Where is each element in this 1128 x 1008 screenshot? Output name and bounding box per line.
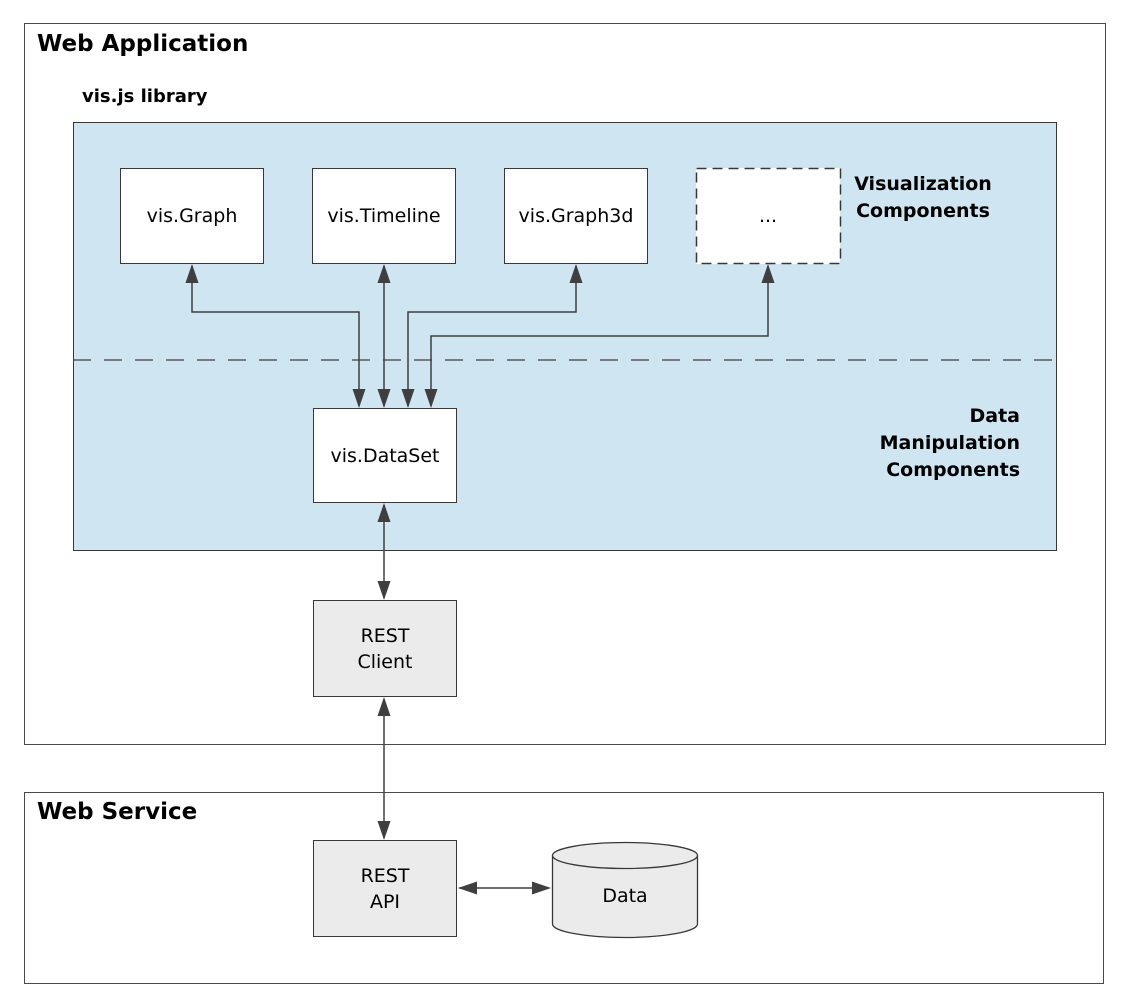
data-manipulation-components-label: Data Manipulation Components <box>820 403 1020 484</box>
rest-client-line2: Client <box>357 650 413 673</box>
cylinder-top <box>551 841 699 870</box>
vis-graph3d-box: vis.Graph3d <box>504 168 648 264</box>
data-manipulation-line2: Manipulation <box>879 432 1020 454</box>
vis-graph-label: vis.Graph <box>146 205 238 227</box>
rest-api-line1: REST <box>360 864 410 887</box>
visualization-components-line2: Components <box>856 200 990 222</box>
visjs-library-label: vis.js library <box>82 86 208 107</box>
rest-client-box: REST Client <box>313 600 457 697</box>
vis-timeline-label: vis.Timeline <box>327 205 441 227</box>
web-application-title: Web Application <box>37 31 249 57</box>
rest-api-line2: API <box>369 890 401 913</box>
vis-dataset-box: vis.DataSet <box>313 408 457 503</box>
web-application-container <box>24 23 1106 745</box>
data-manipulation-line3: Components <box>886 459 1020 481</box>
database-cylinder-icon <box>551 841 699 939</box>
vis-graph3d-label: vis.Graph3d <box>518 205 634 227</box>
visualization-components-line1: Visualization <box>854 173 992 195</box>
data-manipulation-line1: Data <box>969 405 1021 427</box>
rest-client-line1: REST <box>360 624 410 647</box>
database-label: Data <box>602 885 648 907</box>
cylinder-body <box>551 855 699 939</box>
rest-api-box: REST API <box>313 840 457 937</box>
visualization-components-label: Visualization Components <box>813 171 1033 225</box>
vis-graph-box: vis.Graph <box>120 168 264 264</box>
web-service-container <box>24 792 1104 984</box>
web-service-title: Web Service <box>37 799 198 825</box>
vis-dataset-label: vis.DataSet <box>330 444 440 467</box>
vis-timeline-box: vis.Timeline <box>312 168 456 264</box>
future-component-label: ... <box>758 205 778 227</box>
